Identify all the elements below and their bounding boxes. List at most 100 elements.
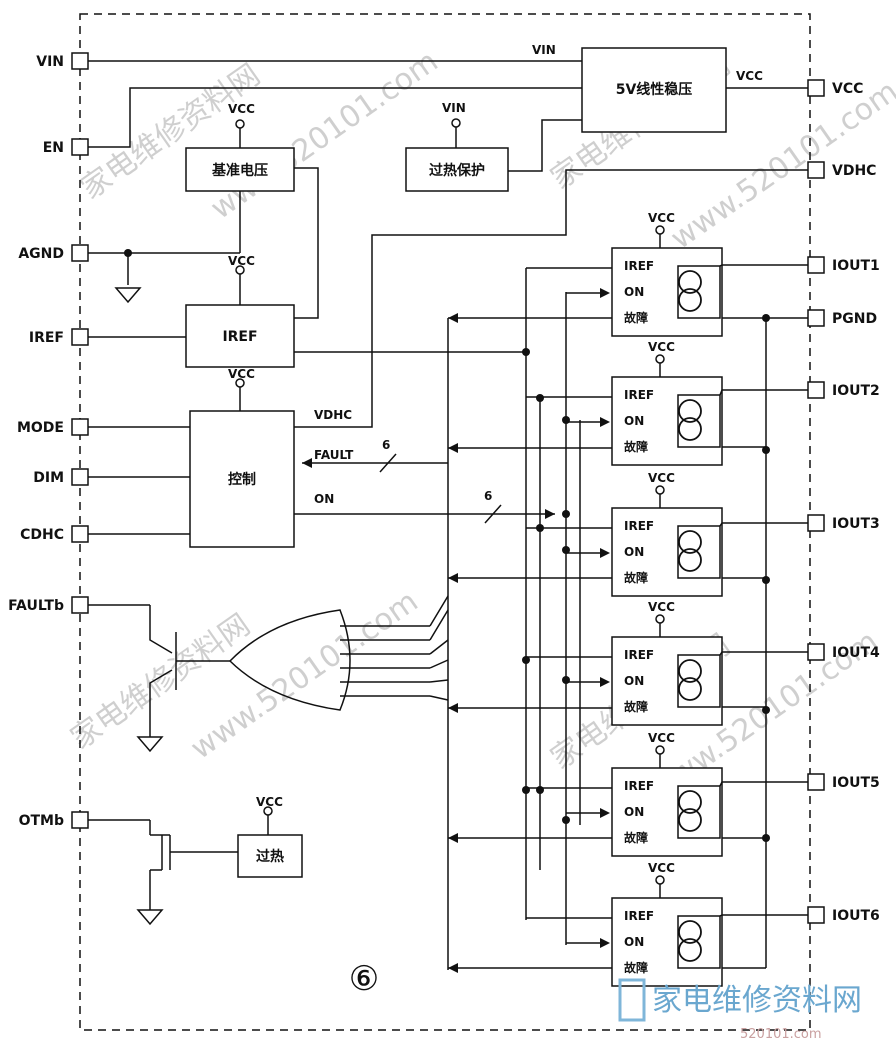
vcc-terminal xyxy=(655,614,665,624)
vcc-terminal xyxy=(655,225,665,235)
pin-dim-label: DIM xyxy=(33,470,64,486)
site-logo: 家电维修资料网 520101.com xyxy=(618,978,862,1042)
overheat-label: 过热 xyxy=(256,848,284,865)
iref-label: IREF xyxy=(222,329,257,345)
channel-iref-label: IREF xyxy=(624,648,654,662)
pin-iout3-terminal xyxy=(807,514,825,532)
vcc-terminal xyxy=(655,875,665,885)
channel-on-label: ON xyxy=(624,805,644,819)
pin-iout6-label: IOUT6 xyxy=(832,908,880,924)
regulator-label: 5V线性稳压 xyxy=(616,81,693,98)
pin-pgnd-terminal xyxy=(807,309,825,327)
pin-vcc-label: VCC xyxy=(832,81,863,97)
ground-icon xyxy=(114,287,142,304)
reference-block xyxy=(185,147,295,192)
pin-otmb-terminal xyxy=(71,811,89,829)
vcc-terminal xyxy=(655,354,665,364)
vcc-terminals xyxy=(235,118,461,816)
channel-vcc-label: VCC xyxy=(648,471,675,485)
channel-on-label: ON xyxy=(624,545,644,559)
current-source-icon xyxy=(677,915,721,969)
pin-faultb-terminal xyxy=(71,596,89,614)
pin-cdhc-terminal xyxy=(71,525,89,543)
pin-vcc-terminal xyxy=(807,79,825,97)
channel-fault-label: 故障 xyxy=(624,699,648,714)
vcc-label: VCC xyxy=(228,367,255,381)
channel-fault-label: 故障 xyxy=(624,830,648,845)
reference-label: 基准电压 xyxy=(212,162,268,179)
channel-on-label: ON xyxy=(624,674,644,688)
channel-vcc-label: VCC xyxy=(648,600,675,614)
fault-bus-width: 6 xyxy=(382,438,390,452)
regulator-block xyxy=(581,47,727,133)
channel-block xyxy=(611,897,723,987)
pin-iout2-terminal xyxy=(807,381,825,399)
fault-bus-label: FAULT xyxy=(314,448,354,462)
pin-iout5-label: IOUT5 xyxy=(832,775,880,791)
pin-iout3-label: IOUT3 xyxy=(832,516,880,532)
logo-text: 家电维修资料网 xyxy=(652,983,862,1018)
figure-number: ⑥ xyxy=(349,959,379,999)
vcc-terminal xyxy=(655,745,665,755)
channel-4: VCC IREF ON 故障 xyxy=(526,600,808,726)
channel-iref-label: IREF xyxy=(624,388,654,402)
pin-vin-terminal xyxy=(71,52,89,70)
on-bus-width: 6 xyxy=(484,489,492,503)
channel-iref-label: IREF xyxy=(624,779,654,793)
pin-iout6-terminal xyxy=(807,906,825,924)
pin-mode-terminal xyxy=(71,418,89,436)
channel-iref-label: IREF xyxy=(624,909,654,923)
pin-iref-label: IREF xyxy=(29,330,64,346)
pin-agnd-label: AGND xyxy=(18,246,64,262)
channel-iref-label: IREF xyxy=(624,259,654,273)
thermal-protect-block xyxy=(405,147,509,192)
vcc-label: VCC xyxy=(228,254,255,268)
logo-url: 520101.com xyxy=(740,1027,822,1042)
channel-6: VCC IREF ON 故障 xyxy=(526,861,808,987)
pin-vin-label: VIN xyxy=(36,54,64,70)
channel-fault-label: 故障 xyxy=(624,570,648,585)
channel-block xyxy=(611,247,723,337)
pin-agnd-terminal xyxy=(71,244,89,262)
pin-faultb-label: FAULTb xyxy=(8,598,64,614)
pin-pgnd-label: PGND xyxy=(832,311,877,327)
current-source-icon xyxy=(677,785,721,839)
pin-iout2-label: IOUT2 xyxy=(832,383,880,399)
channel-on-label: ON xyxy=(624,935,644,949)
channel-5: VCC IREF ON 故障 xyxy=(526,731,808,857)
current-source-icon xyxy=(677,265,721,319)
on-bus-label: ON xyxy=(314,492,334,506)
channel-vcc-label: VCC xyxy=(648,731,675,745)
control-label: 控制 xyxy=(228,471,256,488)
pin-iout4-label: IOUT4 xyxy=(832,645,880,661)
vin-net-label: VIN xyxy=(532,43,556,57)
pin-iout1-label: IOUT1 xyxy=(832,258,880,274)
vin-thermal-label: VIN xyxy=(442,101,466,115)
current-source-icon xyxy=(677,525,721,579)
pin-cdhc-label: CDHC xyxy=(20,527,64,543)
pin-en-terminal xyxy=(71,138,89,156)
vcc-label: VCC xyxy=(228,102,255,116)
vcc-label: VCC xyxy=(256,795,283,809)
pin-vdhc-terminal xyxy=(807,161,825,179)
pin-mode-label: MODE xyxy=(17,420,64,436)
channel-3: VCC IREF ON 故障 xyxy=(526,471,808,597)
channel-fault-label: 故障 xyxy=(624,439,648,454)
channel-block xyxy=(611,636,723,726)
pin-en-label: EN xyxy=(43,140,64,156)
overheat-block xyxy=(237,834,303,878)
channel-vcc-label: VCC xyxy=(648,861,675,875)
channel-block xyxy=(611,507,723,597)
channel-fault-label: 故障 xyxy=(624,960,648,975)
vdhc-net-label: VDHC xyxy=(314,408,352,422)
channel-vcc-label: VCC xyxy=(648,211,675,225)
channel-block xyxy=(611,767,723,857)
channel-iref-label: IREF xyxy=(624,519,654,533)
pin-dim-terminal xyxy=(71,468,89,486)
pin-iref-terminal xyxy=(71,328,89,346)
watermark-text: www.520101.com xyxy=(185,584,425,767)
channel-block xyxy=(611,376,723,466)
